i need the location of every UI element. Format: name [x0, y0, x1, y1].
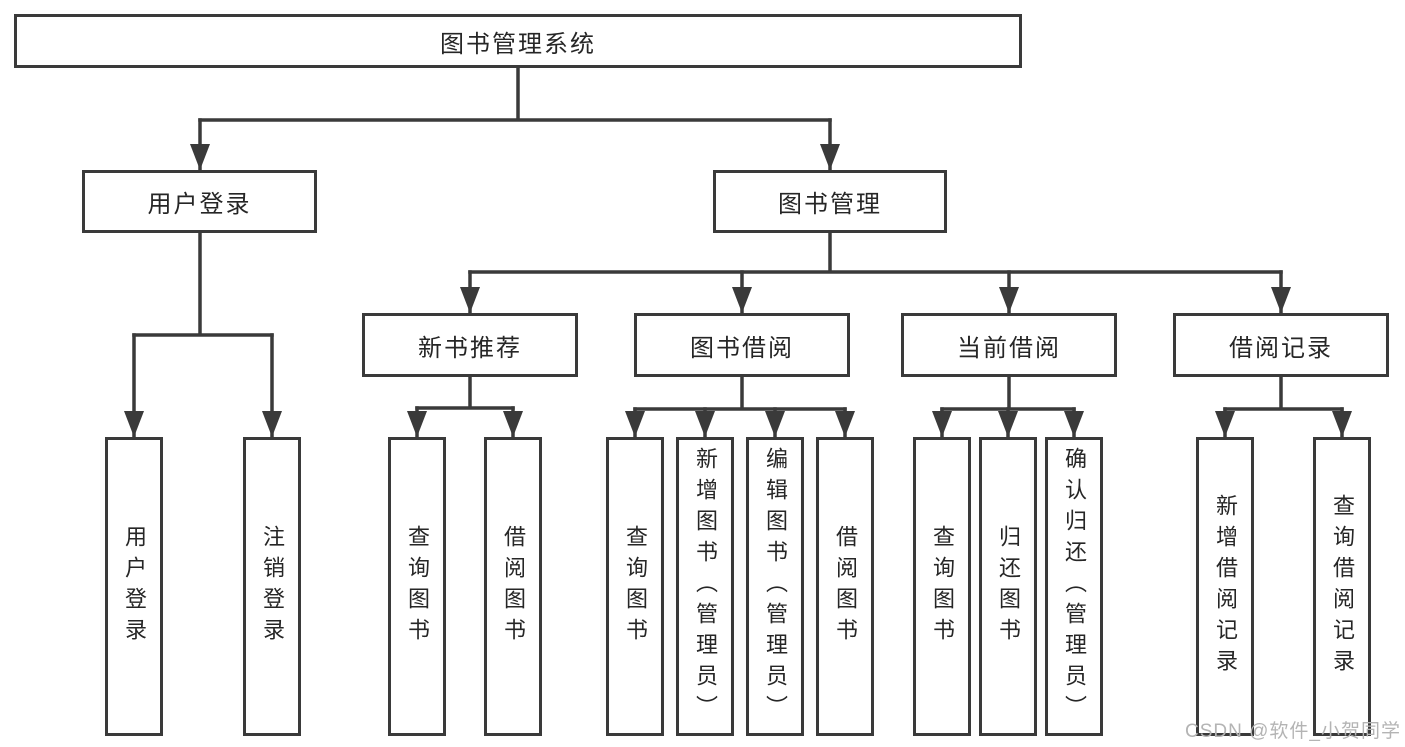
node-borrowing-records: 借阅记录: [1173, 313, 1389, 377]
node-cb-confirm-return-admin: 确认归还（管理员）: [1045, 437, 1103, 736]
node-bb-borrow-books: 借阅图书: [816, 437, 874, 736]
node-bb-add-books-admin: 新增图书（管理员）: [676, 437, 734, 736]
node-cb-query-books: 查询图书: [913, 437, 971, 736]
node-br-query-borrow-record: 查询借阅记录: [1313, 437, 1371, 736]
node-book-borrowing: 图书借阅: [634, 313, 850, 377]
node-logout: 注销登录: [243, 437, 301, 736]
node-nbr-query-books: 查询图书: [388, 437, 446, 736]
node-new-book-recommendation: 新书推荐: [362, 313, 578, 377]
connector-trunks: [132, 66, 1344, 411]
node-nbr-borrow-books: 借阅图书: [484, 437, 542, 736]
node-br-add-borrow-record: 新增借阅记录: [1196, 437, 1254, 736]
node-book-management: 图书管理: [713, 170, 947, 233]
watermark: CSDN @软件_小贺同学: [1185, 721, 1401, 742]
node-cb-return-books: 归还图书: [979, 437, 1037, 736]
node-user-login: 用户登录: [82, 170, 317, 233]
node-current-borrowing: 当前借阅: [901, 313, 1117, 377]
node-user-login-leaf: 用户登录: [105, 437, 163, 736]
node-bb-query-books: 查询图书: [606, 437, 664, 736]
node-library-management-system: 图书管理系统: [14, 14, 1022, 68]
node-bb-edit-books-admin: 编辑图书（管理员）: [746, 437, 804, 736]
